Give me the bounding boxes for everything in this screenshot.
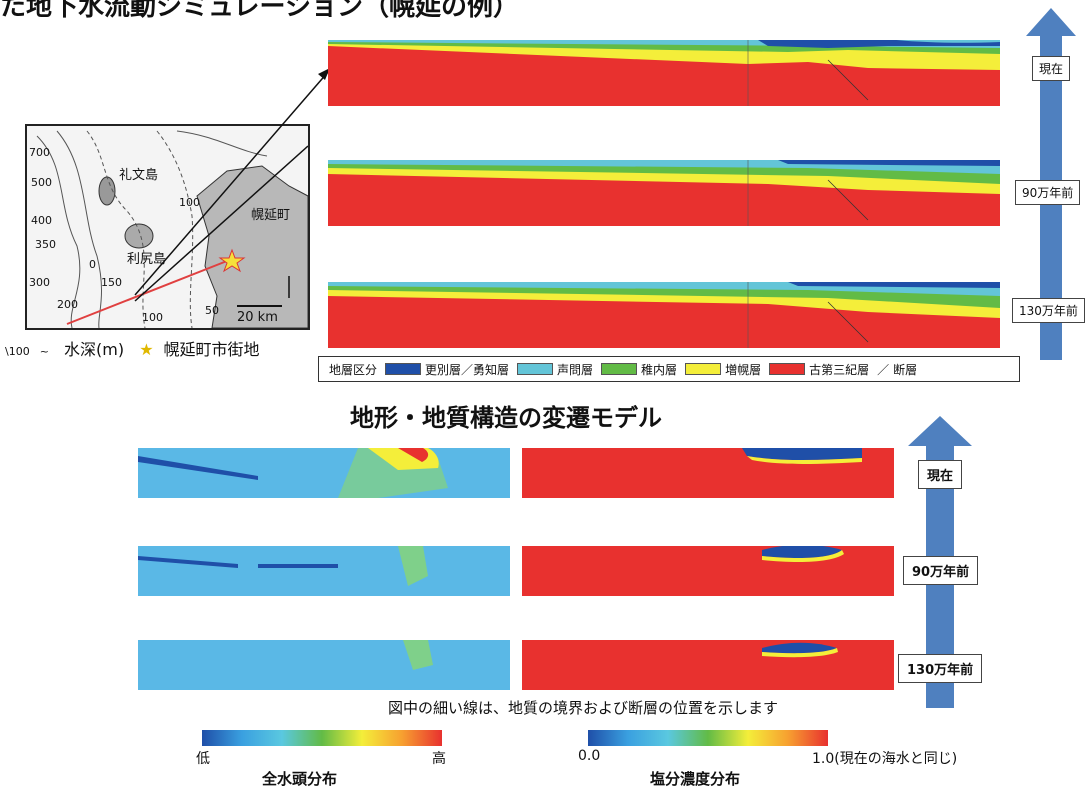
contour-label: 50 [205,304,219,317]
strata-panel-0_9ma [328,160,1000,226]
rishiri-label: 利尻島 [127,252,167,267]
time-label-lower: 90万年前 [903,556,979,585]
time-label-upper: 130万年前 [1012,298,1085,323]
map-legend: \100~ 水深(m) ★幌延町市街地 [5,340,260,359]
legend-item: 更別層／勇知層 [385,361,509,378]
swatch-icon [517,363,554,375]
contour-label: 500 [31,176,52,189]
pointer-arrow [134,68,330,296]
contour-label: 400 [31,214,52,227]
contour-label: 100 [179,196,200,209]
swatch-icon [769,363,806,375]
town-legend: 幌延町市街地 [163,340,260,359]
section-title: 地形・地質構造の変遷モデル [350,404,662,432]
contour-label: 100 [142,311,163,324]
swatch-icon [385,363,422,375]
contour-label: 150 [101,276,122,289]
swatch-icon [601,363,638,375]
salt-panel-now [522,448,894,498]
salt-panel-0_9ma [522,546,894,596]
depth-sample: 100 [8,345,30,358]
page-title: た地下水流動シミュレーション（幌延の例） [0,0,519,22]
head-panel-now [138,448,510,498]
contour-label: 700 [29,146,50,159]
legend-item: 声問層 [517,361,593,378]
salt-colorbar-title: 塩分濃度分布 [650,770,741,788]
salt-colorbar [588,730,828,746]
contour-label: 0 [89,258,96,271]
head-panel-0_9ma [138,546,510,596]
time-label-lower: 130万年前 [898,654,983,683]
contour-label: 350 [35,238,56,251]
layer-legend-title: 地層区分 [329,362,378,377]
salt-panel-1_3ma [522,640,894,690]
star-icon: ★ [139,340,154,359]
head-high-label: 高 [432,751,446,767]
time-label-lower: 現在 [918,460,963,489]
head-colorbar [202,730,442,746]
layer-legend: 地層区分 更別層／勇知層 声問層 稚内層 増幌層 古第三紀層 ／断層 [318,356,1020,382]
legend-item: 古第三紀層 [769,361,869,378]
scale-label: 20 km [237,310,278,325]
salt-low-label: 0.0 [578,748,601,764]
head-low-label: 低 [196,751,210,767]
head-panel-1_3ma [138,640,510,690]
location-map: 礼文島 利尻島 幌延町 20 km 700 500 400 350 300 20… [25,124,310,330]
swatch-icon [685,363,722,375]
salt-high-label: 1.0(現在の海水と同じ) [812,751,958,767]
contour-label: 300 [29,276,50,289]
time-label-upper: 90万年前 [1015,180,1081,205]
strata-panel-now [328,40,1000,106]
rebun-label: 礼文島 [119,168,159,183]
horonobe-label: 幌延町 [251,208,291,223]
legend-item: 稚内層 [601,361,677,378]
legend-item-fault: ／断層 [877,362,918,377]
head-colorbar-title: 全水頭分布 [262,770,338,788]
note-text: 図中の細い線は、地質の境界および断層の位置を示します [388,699,779,717]
strata-panel-1_3ma [328,282,1000,348]
fault-line-icon: ／ [877,362,890,377]
time-label-upper: 現在 [1032,56,1071,81]
depth-legend: 水深(m) [64,340,125,359]
contour-label: 200 [57,298,78,311]
legend-item: 増幌層 [685,361,761,378]
